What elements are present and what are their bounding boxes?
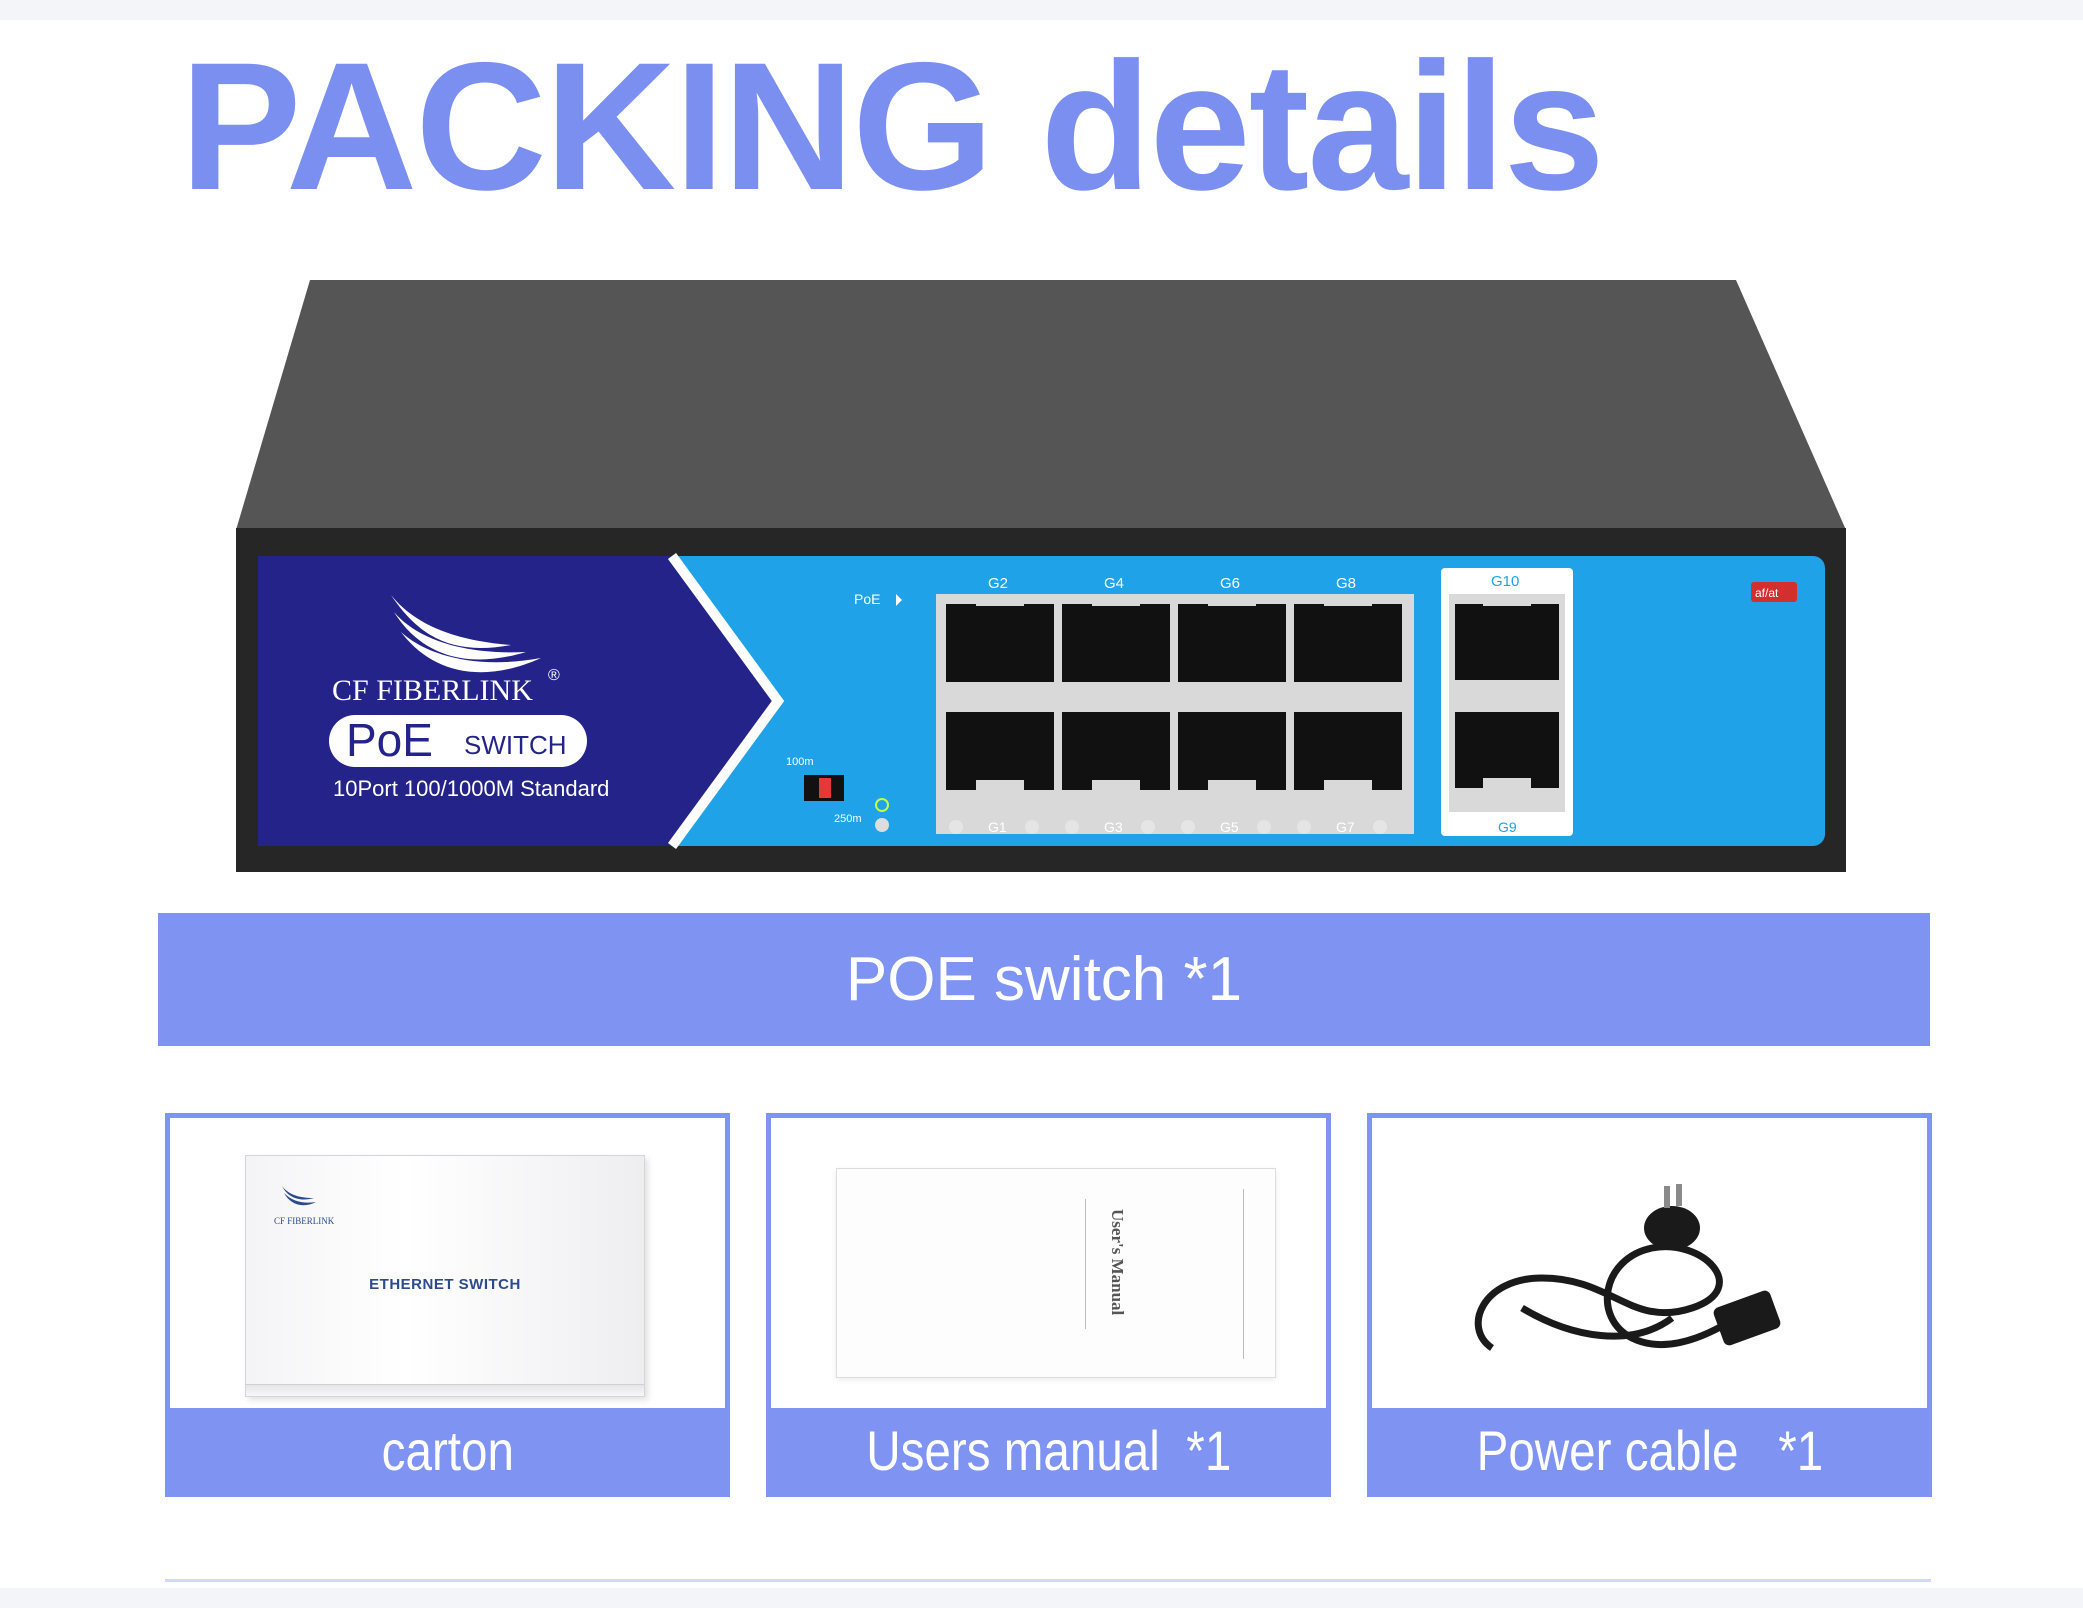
carton-product-text: ETHERNET SWITCH <box>369 1276 521 1293</box>
carton-logo-icon <box>282 1186 316 1206</box>
standard-badge <box>1751 582 1797 602</box>
mode-bottom-label: 250m <box>834 813 862 825</box>
product-description: 10Port 100/1000M Standard <box>333 776 609 801</box>
page: PACKING details CF FIBERLINK ® PoE SWITC… <box>0 20 2083 1588</box>
rj45-port-G4 <box>1062 604 1170 682</box>
main-item-label: POE switch *1 <box>845 945 1243 1014</box>
port-led <box>1181 820 1195 834</box>
item-card-carton: CF FIBERLINK ETHERNET SWITCH carton <box>165 1113 730 1497</box>
carton-box: CF FIBERLINK ETHERNET SWITCH <box>245 1155 645 1397</box>
rj45-port-G5 <box>1178 712 1286 790</box>
uplink-port-g10 <box>1455 594 1559 680</box>
port-label-top: G4 <box>1104 575 1124 592</box>
rj45-latch <box>1092 780 1140 792</box>
power-led <box>875 818 889 832</box>
item-card-power-cable: Power cable *1 <box>1367 1113 1932 1497</box>
mode-switch-knob <box>819 778 831 798</box>
item-label: carton <box>381 1418 514 1482</box>
port-led <box>1025 820 1039 834</box>
manual-edge-line <box>1243 1189 1244 1359</box>
port-led <box>1297 820 1311 834</box>
brand-name: CF FIBERLINK <box>332 674 533 707</box>
port-label-top: G8 <box>1336 575 1356 592</box>
standard-badge-text: af/at <box>1755 586 1779 600</box>
page-title: PACKING details <box>180 24 1605 228</box>
rj45-port-G8 <box>1294 604 1402 682</box>
port-label-bottom: G3 <box>1104 819 1123 835</box>
item-label: Users manual *1 <box>865 1418 1232 1482</box>
port-label-bottom: G1 <box>988 819 1007 835</box>
port-label-top: G6 <box>1220 575 1240 592</box>
carton-bottom-edge <box>246 1384 644 1396</box>
rj45-port-G7 <box>1294 712 1402 790</box>
port-led <box>1373 820 1387 834</box>
port-led <box>1257 820 1271 834</box>
brand-panel <box>258 556 778 846</box>
product-badge-main: PoE <box>346 714 433 766</box>
poe-switch-illustration: CF FIBERLINK ® PoE SWITCH 10Port 100/100… <box>236 280 1846 872</box>
switch-top-surface <box>236 280 1846 530</box>
rj45-latch <box>1208 780 1256 792</box>
manual-subtitle-line <box>1085 1199 1086 1329</box>
power-led-icon <box>875 798 889 812</box>
port-label-bottom: G7 <box>1336 819 1355 835</box>
carton-brand: CF FIBERLINK <box>274 1216 335 1226</box>
brand-panel-edge <box>667 553 785 849</box>
port-label-bottom: G5 <box>1220 819 1239 835</box>
rj45-port-G1 <box>946 712 1054 790</box>
product-badge <box>329 715 587 767</box>
users-manual: User's Manual <box>836 1168 1276 1378</box>
item-label: Power cable *1 <box>1476 1418 1823 1482</box>
mode-top-label: 100m <box>786 756 814 768</box>
rj45-ports <box>946 594 1402 792</box>
poe-arrow-icon <box>896 594 902 606</box>
port-led <box>1065 820 1079 834</box>
item-label-bar: Power cable *1 <box>1372 1408 1927 1492</box>
rj45-port-G2 <box>946 604 1054 682</box>
item-label-bar: carton <box>170 1408 725 1492</box>
poe-label: PoE <box>854 591 880 607</box>
rj45-latch <box>1324 780 1372 792</box>
port-led <box>949 820 963 834</box>
rj45-port-G6 <box>1178 604 1286 682</box>
manual-image: User's Manual <box>771 1118 1326 1413</box>
manual-title: User's Manual <box>1108 1209 1127 1316</box>
rj45-port-G3 <box>1062 712 1170 790</box>
port-led <box>1141 820 1155 834</box>
uplink-port-g9 <box>1455 712 1559 790</box>
port-label-top: G2 <box>988 575 1008 592</box>
power-cable-icon <box>1474 1184 1781 1351</box>
bottom-divider <box>165 1579 1931 1582</box>
rj45-latch <box>1324 594 1372 606</box>
rj45-latch <box>976 594 1024 606</box>
item-card-manual: User's Manual Users manual *1 <box>766 1113 1331 1497</box>
main-item-banner: POE switch *1 <box>158 913 1930 1046</box>
uplink-bottom-label: G9 <box>1498 819 1517 835</box>
fiberlink-logo-icon <box>391 595 541 673</box>
poe-switch-image: CF FIBERLINK ® PoE SWITCH 10Port 100/100… <box>236 260 1846 880</box>
rj45-latch <box>976 780 1024 792</box>
uplink-top-label: G10 <box>1491 573 1519 590</box>
carton-image: CF FIBERLINK ETHERNET SWITCH <box>170 1118 725 1413</box>
item-label-bar: Users manual *1 <box>771 1408 1326 1492</box>
rj45-latch <box>1208 594 1256 606</box>
product-badge-sub: SWITCH <box>464 730 567 760</box>
registered-mark: ® <box>548 667 560 684</box>
power-cable-image <box>1372 1118 1927 1413</box>
rj45-latch <box>1092 594 1140 606</box>
